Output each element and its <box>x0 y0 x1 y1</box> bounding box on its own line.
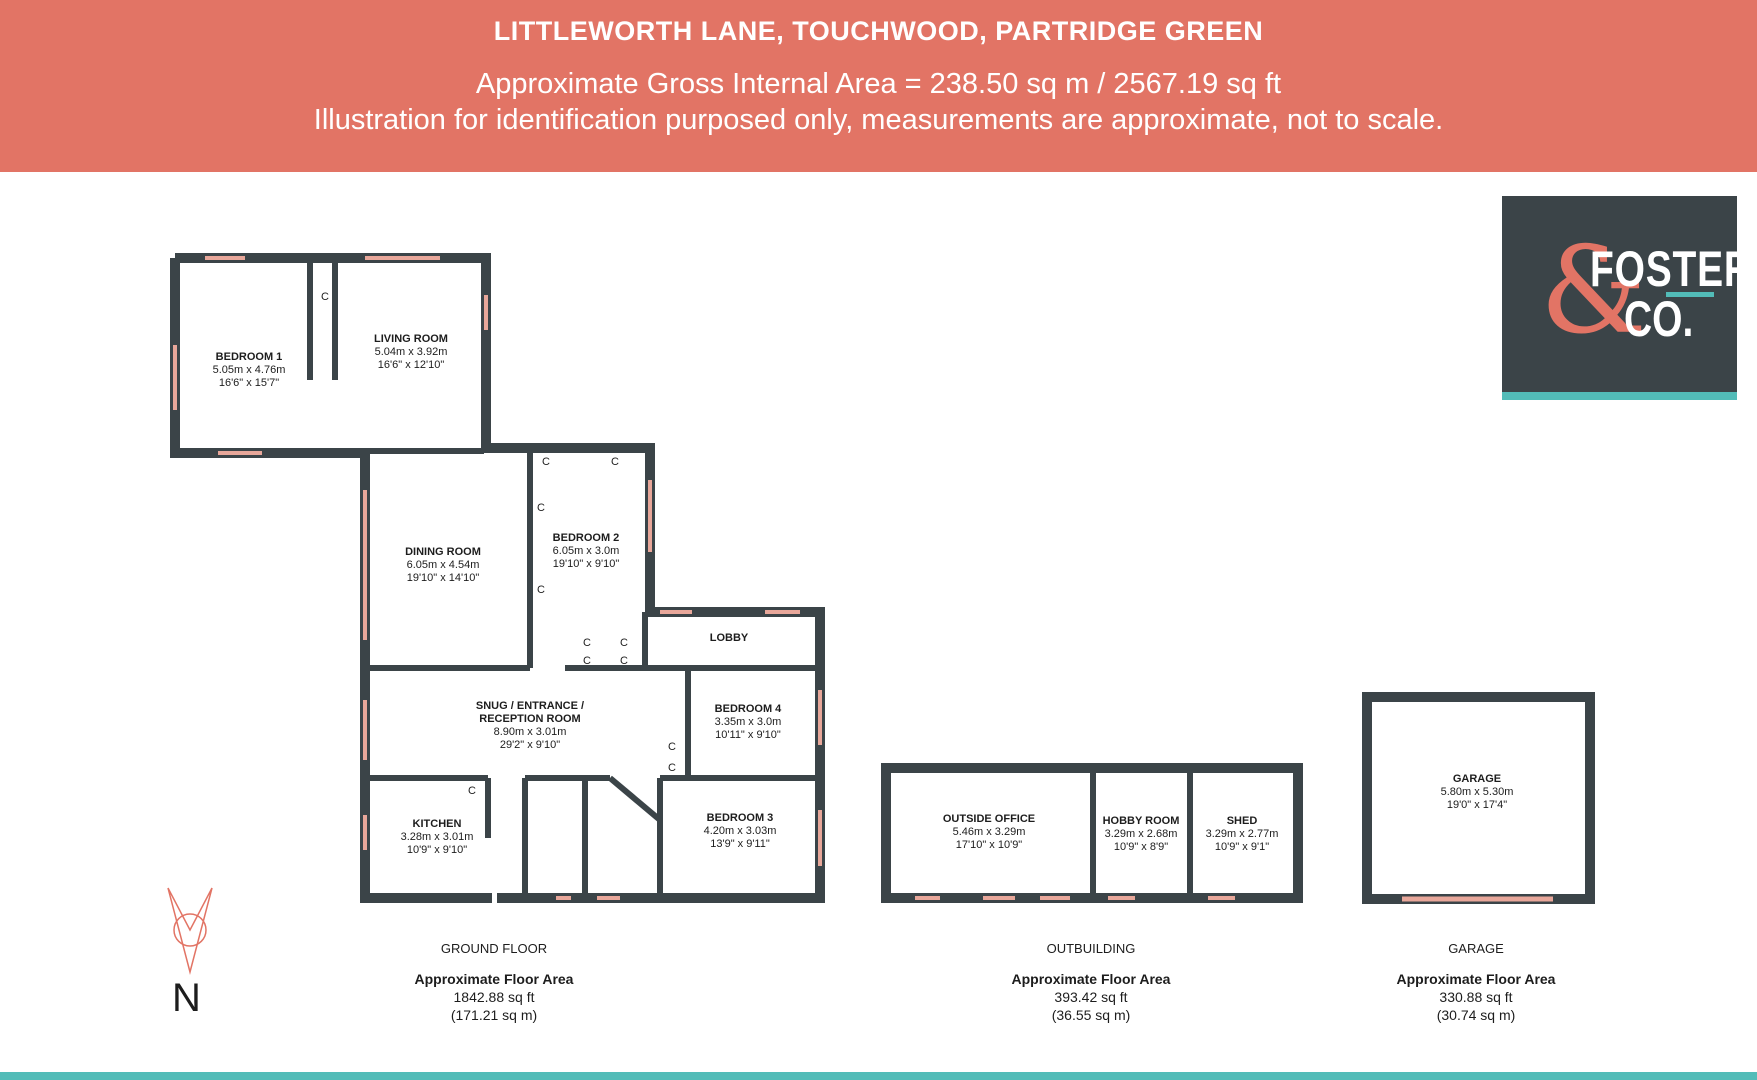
caption-ground-floor: GROUND FLOOR Approximate Floor Area 1842… <box>414 941 574 1023</box>
wall-outbuilding <box>881 763 1303 903</box>
cupboard-bed2-3: C <box>537 502 545 514</box>
logo-accent-bar <box>1502 392 1737 400</box>
cupboard-hall-2: C <box>620 637 628 649</box>
cupboard-hall-1: C <box>583 637 591 649</box>
cupboard-kitchen: C <box>468 785 476 797</box>
disclaimer-line: Illustration for identification purposed… <box>313 104 1444 136</box>
cupboard-hall-4: C <box>620 655 628 667</box>
gross-area-line: Approximate Gross Internal Area = 238.50… <box>475 68 1282 100</box>
cupboard-bed2-4: C <box>537 584 545 596</box>
cupboard-bed2-2: C <box>611 456 619 468</box>
wall-west-bedroom1 <box>170 258 365 458</box>
footer-accent-line <box>0 1072 1757 1080</box>
foster-co-logo: & FOSTER CO. <box>1502 196 1752 400</box>
logo-accent-dash <box>1666 292 1714 297</box>
caption-garage: GARAGE Approximate Floor Area 330.88 sq … <box>1396 941 1556 1023</box>
cupboard-bedroom1: C <box>321 291 329 303</box>
logo-word-foster: FOSTER <box>1590 241 1753 297</box>
cupboard-hall-6: C <box>668 762 676 774</box>
logo-word-co: CO. <box>1624 291 1694 347</box>
cupboard-hall-5: C <box>668 741 676 753</box>
logo-ampersand: & <box>1540 222 1647 361</box>
cupboard-hall-3: C <box>583 655 591 667</box>
caption-outbuilding: OUTBUILDING Approximate Floor Area 393.4… <box>1011 941 1171 1023</box>
wall-hall-bed3 <box>608 775 662 823</box>
compass-north-label: N <box>172 976 201 1020</box>
header-banner: LITTLEWORTH LANE, TOUCHWOOD, PARTRIDGE G… <box>0 0 1757 172</box>
compass-rose-icon <box>167 887 213 975</box>
room-label-lobby: LOBBY <box>709 632 749 644</box>
property-title: LITTLEWORTH LANE, TOUCHWOOD, PARTRIDGE G… <box>493 16 1264 46</box>
cupboard-bed2-1: C <box>542 456 550 468</box>
